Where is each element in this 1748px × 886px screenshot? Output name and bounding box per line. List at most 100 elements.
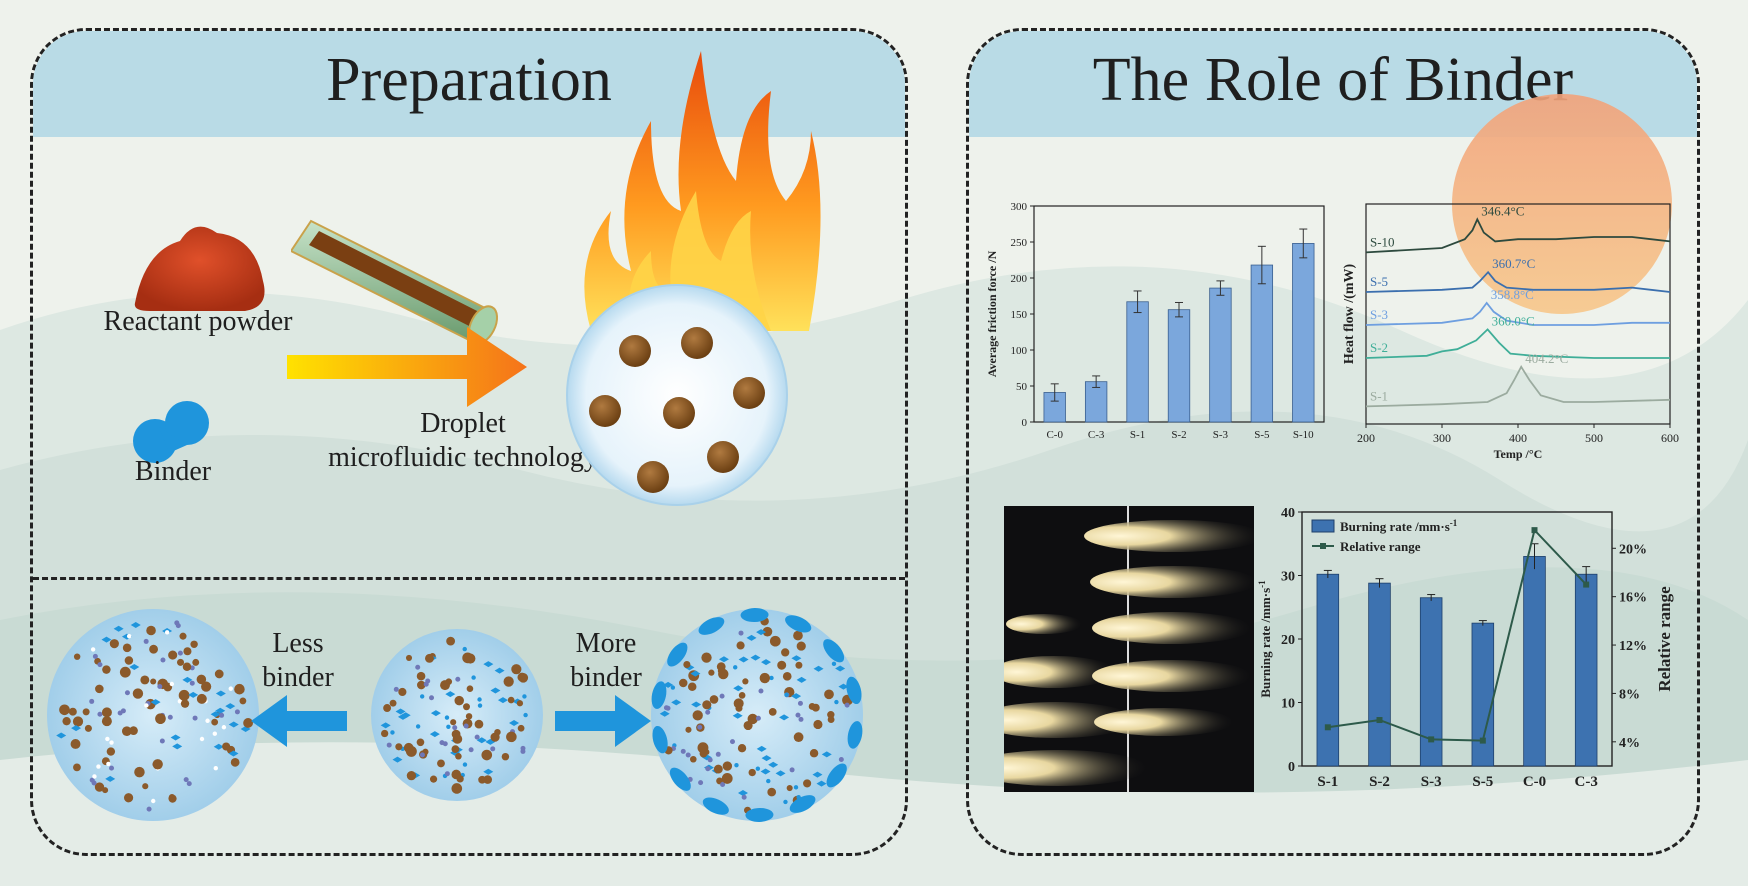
particle-brown (736, 641, 745, 650)
particle-brown (506, 731, 517, 743)
preparation-divider (33, 577, 905, 580)
particle-brown (62, 716, 71, 726)
particle-brown (214, 669, 224, 679)
particle-brown (748, 768, 756, 777)
binder-fragment (761, 755, 772, 762)
binder-fragment (737, 790, 748, 797)
particle-light (96, 764, 101, 769)
binder-fragment (761, 659, 772, 666)
binder-coating-blob (823, 639, 845, 663)
binder-fragment (130, 621, 141, 628)
chart2-series-label: S-1 (1370, 388, 1388, 403)
chart3-legend-bar-label: Burning rate /mm·s-1 (1340, 518, 1458, 534)
particle-purple (419, 752, 425, 758)
chart3-xtick-label: C-3 (1575, 774, 1598, 790)
particle-brown (425, 653, 434, 663)
particle-light (831, 661, 837, 667)
particle-light (90, 647, 96, 652)
chart2-ylabel: Heat flow /(mW) (1342, 264, 1357, 365)
binder-fragment (494, 667, 505, 674)
particle-purple (685, 752, 691, 758)
particle-purple (177, 650, 183, 656)
binder-fragment (812, 771, 823, 778)
particle-purple (442, 741, 448, 747)
particle-light (419, 694, 425, 699)
process-label-line1: Droplet (420, 408, 506, 439)
particle-brown (416, 680, 426, 690)
particle-brown (699, 749, 708, 758)
binder-fragment (400, 712, 411, 719)
binder-fragment (718, 656, 729, 663)
particle-brown (747, 713, 758, 725)
binder-fragment (445, 691, 456, 698)
particle-purple (838, 756, 844, 762)
binder-fragment (746, 634, 757, 641)
binder-coating-blob (652, 725, 668, 754)
particle-light (221, 725, 227, 730)
chart1-ytick-label: 250 (1011, 237, 1028, 249)
particle-brown (683, 660, 691, 669)
particle-brown (68, 707, 77, 716)
particle-light (109, 740, 114, 745)
chart3-relative-range-point (1324, 724, 1331, 731)
particle-purple (393, 686, 399, 692)
particle-brown (201, 681, 212, 692)
particle-light (151, 798, 156, 804)
binder-fragment (791, 655, 802, 662)
particle-purple (455, 676, 461, 682)
binder-fragment (228, 750, 239, 757)
particle-purple (707, 757, 713, 763)
binder-coating-blob (651, 681, 667, 709)
particle-purple (798, 716, 804, 722)
particle-brown (190, 640, 198, 648)
chart2-series-label: S-3 (1370, 307, 1388, 322)
chart3-legend-line-label: Relative range (1340, 539, 1421, 554)
particle-brown (176, 658, 185, 666)
particle-purple (705, 766, 711, 772)
particle-brown (713, 764, 723, 774)
particle-light (164, 630, 170, 635)
particle-light (177, 699, 183, 704)
particle-purple (97, 711, 103, 717)
process-label-line2: microfluidic technology (328, 442, 598, 473)
chart2-peak-label: 360.7°C (1492, 256, 1535, 271)
particle-purple (844, 702, 850, 708)
particle-brown (84, 724, 92, 732)
chart1-bar (1167, 309, 1191, 423)
less-binder-label-line1: Less (272, 628, 324, 659)
particle-brown (121, 726, 132, 737)
chart1-xtick-label: S-10 (1293, 429, 1314, 441)
particle-brown (183, 647, 192, 656)
particle-light (415, 724, 421, 729)
particle-brown (155, 713, 166, 725)
binder-coating-blob (847, 721, 863, 749)
chart2-series-line (1365, 364, 1671, 408)
binder-coating-blob (669, 767, 691, 791)
chart3-relative-range-line (1327, 528, 1587, 742)
particle-brown (708, 669, 715, 676)
binder-fragment (732, 712, 743, 719)
particle-brown (463, 703, 470, 711)
chart2-peak-label: 346.4°C (1481, 203, 1524, 218)
chart2-peak-label: 360.0°C (1492, 313, 1535, 328)
binder-coating-blob (745, 807, 774, 822)
particle-light (784, 692, 789, 697)
particle-purple (429, 695, 435, 701)
binder-fragment (395, 708, 406, 715)
particle-brown (827, 716, 835, 723)
particle-brown (769, 635, 781, 647)
particle-brown (481, 749, 493, 761)
binder-fragment (397, 713, 408, 720)
chart3-y2tick-label: 20% (1619, 542, 1647, 557)
chart3-y2tick-label: 12% (1619, 639, 1647, 654)
binder-fragment (225, 703, 236, 710)
particle-purple (715, 751, 721, 757)
chart3-ylabel: Burning rate /mm·s-1 (1257, 580, 1273, 698)
chart3-xtick-label: S-2 (1369, 774, 1390, 790)
binder-fragment (768, 761, 779, 768)
chart3-ylabel-text: Burning rate /mm·s (1258, 588, 1273, 698)
chart2-xtick-label: 200 (1357, 431, 1375, 445)
chart1-ytick-label: 200 (1011, 273, 1028, 285)
chart2-xtick-label: 400 (1509, 431, 1527, 445)
